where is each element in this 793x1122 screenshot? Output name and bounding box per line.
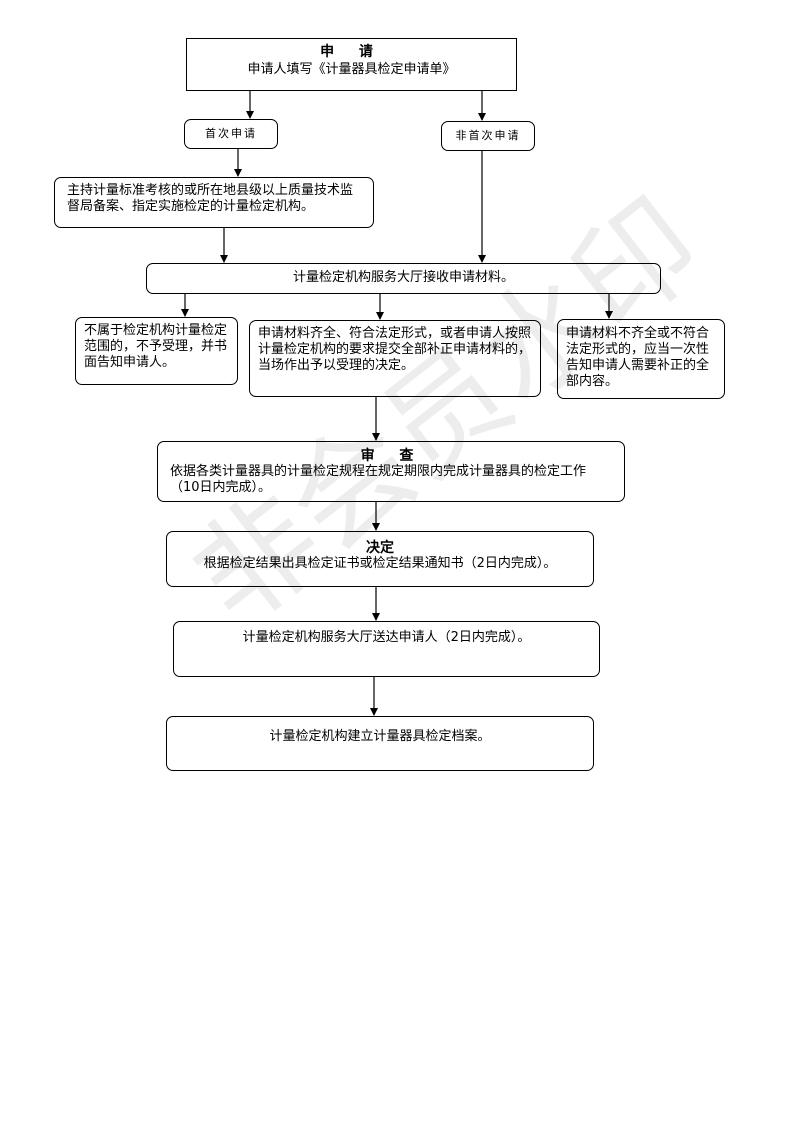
apply-title: 申 请 — [320, 44, 383, 60]
review-box: 审 查 依据各类计量器具的计量检定规程在规定期限内完成计量器具的检定工作（10日… — [157, 441, 625, 502]
materials-complete-box: 申请材料齐全、符合法定形式，或者申请人按照计量检定机构的要求提交全部补正申请材料… — [249, 320, 541, 397]
decision-box: 决定 根据检定结果出具检定证书或检定结果通知书（2日内完成）。 — [166, 531, 594, 587]
review-text: 依据各类计量器具的计量检定规程在规定期限内完成计量器具的检定工作（10日内完成）… — [170, 464, 587, 495]
first-apply-label: 首次申请 — [205, 127, 257, 140]
archive-text: 计量检定机构建立计量器具检定档案。 — [269, 729, 491, 744]
apply-box: 申 请 申请人填写《计量器具检定申请单》 — [186, 38, 517, 91]
nonfirst-apply-label: 非首次申请 — [455, 129, 521, 142]
materials-complete-text: 申请材料齐全、符合法定形式，或者申请人按照计量检定机构的要求提交全部补正申请材料… — [258, 326, 532, 373]
decision-title: 决定 — [366, 540, 394, 556]
nonfirst-apply-box: 非首次申请 — [441, 121, 535, 151]
apply-text: 申请人填写《计量器具检定申请单》 — [247, 62, 456, 77]
deliver-text: 计量检定机构服务大厅送达申请人（2日内完成）。 — [242, 630, 531, 645]
decision-text: 根据检定结果出具检定证书或检定结果通知书（2日内完成）。 — [203, 556, 557, 571]
review-title: 审 查 — [360, 448, 424, 464]
receive-materials-text: 计量检定机构服务大厅接收申请材料。 — [292, 270, 514, 285]
archive-box: 计量检定机构建立计量器具检定档案。 — [166, 716, 594, 771]
materials-incomplete-text: 申请材料不齐全或不符合法定形式的，应当一次性告知申请人需要补正的全部内容。 — [566, 326, 710, 389]
host-institution-text: 主持计量标准考核的或所在地县级以上质量技术监督局备案、指定实施检定的计量检定机构… — [67, 183, 354, 214]
not-in-scope-box: 不属于检定机构计量检定范围的，不予受理，并书面告知申请人。 — [75, 317, 238, 385]
deliver-box: 计量检定机构服务大厅送达申请人（2日内完成）。 — [173, 621, 600, 677]
host-institution-box: 主持计量标准考核的或所在地县级以上质量技术监督局备案、指定实施检定的计量检定机构… — [54, 177, 374, 228]
first-apply-box: 首次申请 — [184, 119, 278, 149]
receive-materials-box: 计量检定机构服务大厅接收申请材料。 — [146, 263, 661, 294]
materials-incomplete-box: 申请材料不齐全或不符合法定形式的，应当一次性告知申请人需要补正的全部内容。 — [557, 319, 725, 399]
not-in-scope-text: 不属于检定机构计量检定范围的，不予受理，并书面告知申请人。 — [84, 323, 228, 370]
